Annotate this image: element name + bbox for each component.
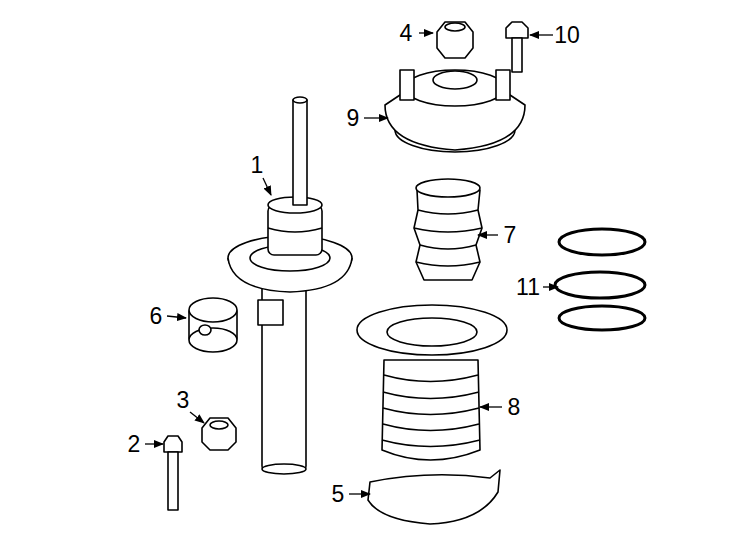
nut-part <box>202 418 236 450</box>
bushing-part <box>189 298 237 352</box>
callout-number: 1 <box>250 154 265 177</box>
callout-number: 5 <box>331 483 346 506</box>
leader-lines <box>145 33 558 494</box>
bolt-part <box>164 436 182 510</box>
callout-number: 9 <box>346 107 361 130</box>
strut-mount <box>385 70 525 152</box>
nut-part <box>437 22 473 58</box>
coil-spring <box>555 229 645 330</box>
callout-number: 11 <box>515 276 541 299</box>
callout-number: 10 <box>553 24 581 47</box>
callout-number: 8 <box>507 396 522 419</box>
callout-number: 2 <box>127 433 142 456</box>
callout-number: 7 <box>503 224 518 247</box>
spring-isolator <box>368 470 500 524</box>
strut-assembly <box>228 97 352 474</box>
callout-number: 3 <box>176 389 191 412</box>
callout-number: 6 <box>149 305 164 328</box>
jounce-bumper <box>414 179 482 280</box>
bolt-part <box>506 22 528 72</box>
callout-number: 4 <box>399 22 414 45</box>
dust-boot <box>357 305 507 460</box>
